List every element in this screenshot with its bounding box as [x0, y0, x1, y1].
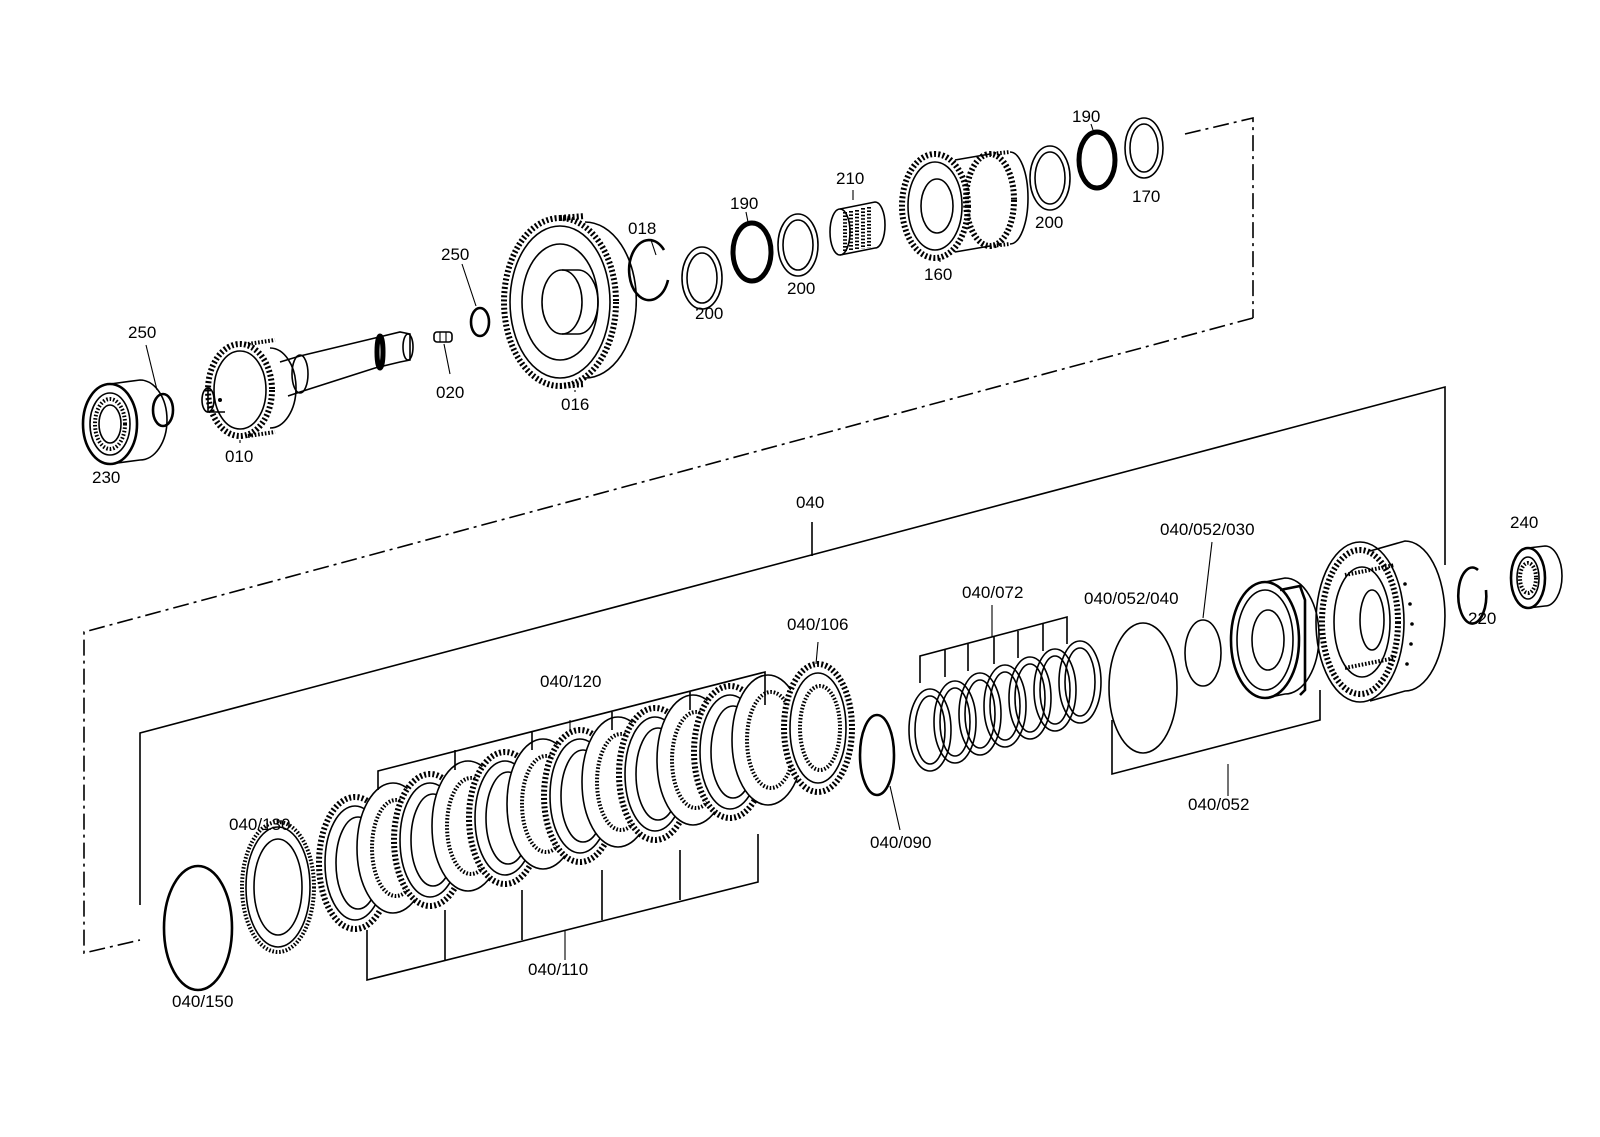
spring-pack-040-072 — [908, 640, 1102, 772]
snap-ring-220 — [1456, 566, 1488, 625]
leader-040-106 — [815, 641, 819, 665]
washer-200-c — [1029, 145, 1071, 211]
label-040-052-040: 040/052/040 — [1084, 589, 1179, 608]
label-170: 170 — [1132, 187, 1160, 206]
assembly-boundary-lines — [83, 116, 1446, 955]
washer-170 — [1124, 117, 1164, 179]
leader-020 — [443, 343, 451, 375]
disc-pack — [316, 661, 855, 932]
washer-200-a — [681, 246, 723, 310]
label-040-150: 040/150 — [172, 992, 233, 1011]
snap-ring-250-a — [151, 392, 175, 428]
ring-190-a — [730, 220, 774, 284]
snap-ring-040-090 — [858, 713, 896, 797]
seal-040-052-030 — [1184, 619, 1222, 687]
label-240: 240 — [1510, 513, 1538, 532]
leader-190-b — [1090, 123, 1094, 131]
leader-250-b — [461, 263, 477, 307]
gear-160 — [899, 150, 1029, 261]
label-040: 040 — [796, 493, 824, 512]
label-250-b: 250 — [441, 245, 469, 264]
label-200-a: 200 — [695, 304, 723, 323]
pin-020 — [433, 331, 453, 343]
leader-040-052-030 — [1202, 541, 1213, 619]
label-020: 020 — [436, 383, 464, 402]
washer-200-b — [777, 213, 819, 277]
label-040-120: 040/120 — [540, 672, 601, 691]
label-018: 018 — [628, 219, 656, 238]
label-250-a: 250 — [128, 323, 156, 342]
label-040-106: 040/106 — [787, 615, 848, 634]
label-010: 010 — [225, 447, 253, 466]
label-016: 016 — [561, 395, 589, 414]
label-190-a: 190 — [730, 194, 758, 213]
upper-assembly-dashdot-boundary — [83, 116, 1254, 955]
label-040-130: 040/130 — [229, 815, 290, 834]
bracket-040-052 — [1111, 690, 1321, 776]
bracket-040-110 — [366, 834, 759, 982]
plate-040-106 — [781, 661, 855, 795]
label-040-072: 040/072 — [962, 583, 1023, 602]
bracket-040 — [139, 385, 1446, 905]
leader-250-a — [145, 344, 158, 391]
snap-ring-040-150 — [162, 864, 234, 992]
needle-bearing-210 — [829, 201, 886, 256]
seal-040-052-040 — [1108, 622, 1178, 754]
label-230: 230 — [92, 468, 120, 487]
ring-190-b — [1076, 129, 1118, 191]
shaft-gear-010 — [201, 331, 414, 439]
piston-040-052 — [1229, 577, 1320, 700]
snap-ring-250-b — [469, 306, 491, 338]
bracket-040-072 — [919, 615, 1068, 683]
label-190-b: 190 — [1072, 107, 1100, 126]
part-labels: 230 250 010 020 250 016 018 200 190 200 … — [92, 107, 1538, 1011]
label-040-052: 040/052 — [1188, 795, 1249, 814]
snap-ring-018 — [627, 238, 670, 302]
label-210: 210 — [836, 169, 864, 188]
bearing-240 — [1509, 545, 1563, 610]
label-200-b: 200 — [787, 279, 815, 298]
leader-190-a — [745, 211, 749, 223]
leader-018 — [650, 239, 657, 256]
label-040-090: 040/090 — [870, 833, 931, 852]
label-160: 160 — [924, 265, 952, 284]
label-200-c: 200 — [1035, 213, 1063, 232]
label-220: 220 — [1468, 609, 1496, 628]
bearing-230 — [81, 379, 168, 466]
label-040-052-030: 040/052/030 — [1160, 520, 1255, 539]
leader-040-090 — [889, 785, 901, 831]
large-gear-016 — [501, 213, 638, 389]
label-040-110: 040/110 — [528, 960, 588, 979]
plate-040-130 — [240, 820, 316, 954]
bracket-040-120 — [377, 670, 766, 790]
clutch-housing-drum — [1315, 540, 1446, 703]
